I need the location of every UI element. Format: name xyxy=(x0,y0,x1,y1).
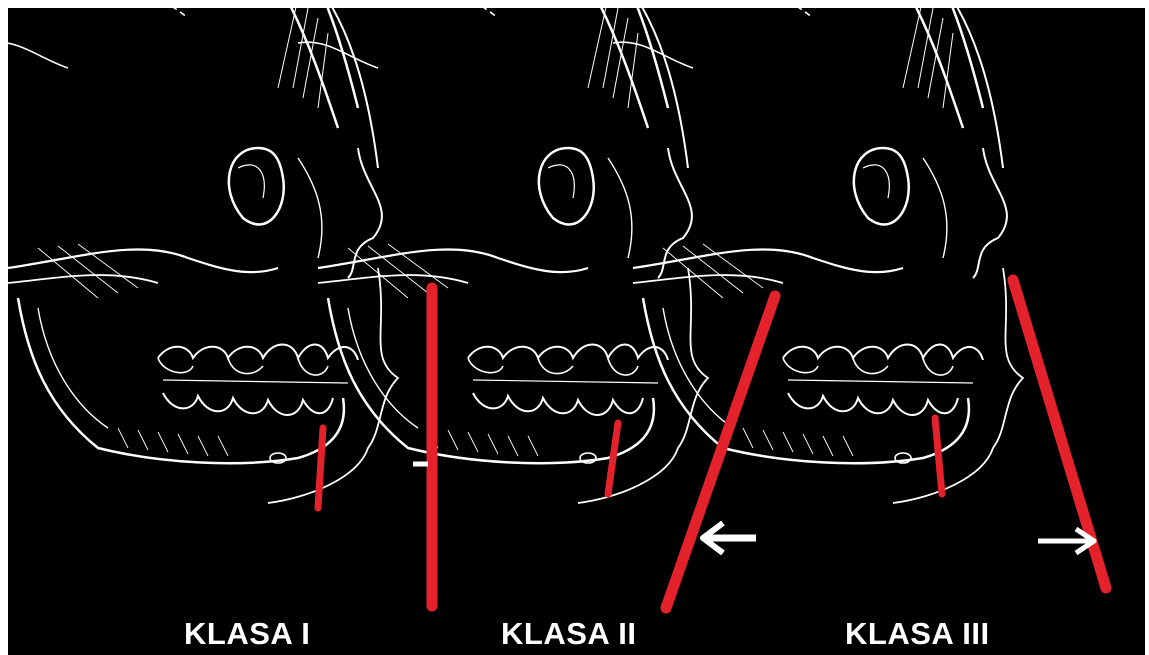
profile-line-klasa-2 xyxy=(666,296,775,608)
molar-marker-klasa-2 xyxy=(608,423,618,494)
panel-label-klasa-3: KLASA III xyxy=(845,616,990,652)
figure-canvas: KLASA I KLASA II KLASA III xyxy=(8,8,1145,655)
profile-lines xyxy=(8,8,1145,655)
arrow-left-icon xyxy=(703,523,756,553)
molar-marker-klasa-3 xyxy=(935,418,942,494)
molar-marker-klasa-1 xyxy=(318,428,323,508)
panel-label-klasa-2: KLASA II xyxy=(501,616,636,652)
arrow-right-icon xyxy=(1038,529,1094,553)
panel-label-klasa-1: KLASA I xyxy=(184,616,310,652)
